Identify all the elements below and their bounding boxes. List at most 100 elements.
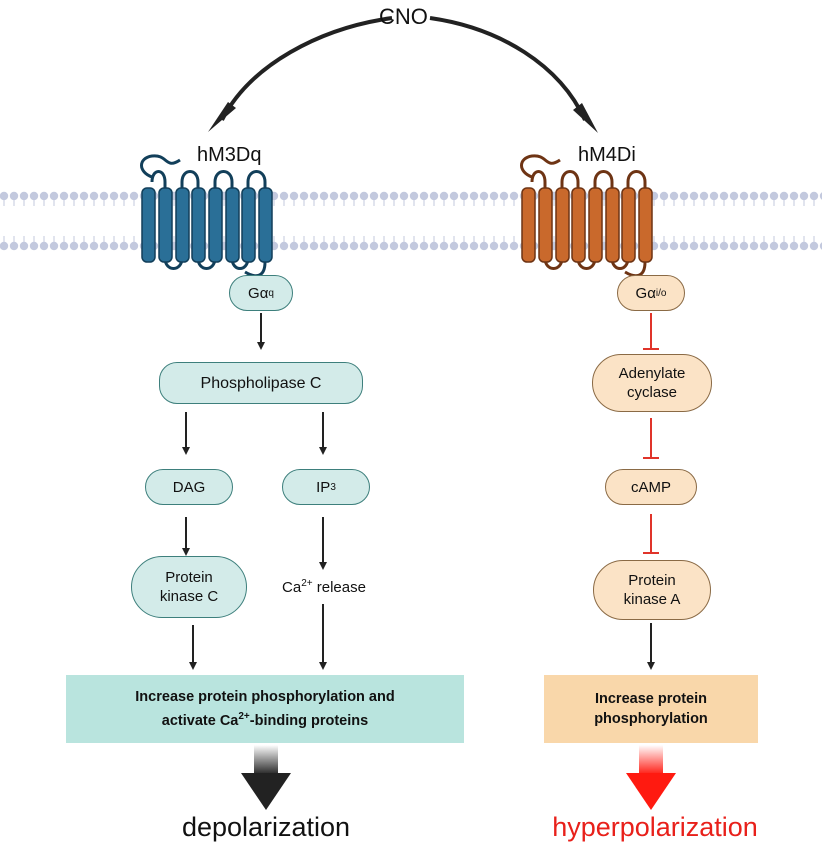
lipid-head: [89, 191, 99, 201]
lipid-head: [809, 241, 819, 251]
lipid-head: [19, 241, 29, 251]
lipid-head: [509, 191, 519, 201]
lipid-head: [679, 241, 689, 251]
lipid-head: [399, 241, 409, 251]
right-result-line1: Increase protein: [594, 691, 707, 707]
lipid-head: [369, 191, 379, 201]
lipid-head: [729, 191, 739, 201]
inhibit-adenylate-to-camp: [643, 418, 659, 459]
depolarization-label: depolarization: [181, 812, 351, 842]
lipid-head: [499, 241, 509, 251]
lipid-head: [709, 241, 719, 251]
lipid-head: [689, 191, 699, 201]
lipid-head: [789, 241, 799, 251]
cno-to-hm3dq-arrow: [220, 16, 393, 121]
lipid-head: [469, 191, 479, 201]
lipid-head: [439, 191, 449, 201]
lipid-head: [699, 191, 709, 201]
lipid-head: [69, 241, 79, 251]
gaio-sub: i/o: [655, 287, 667, 299]
lipid-head: [309, 191, 319, 201]
lipid-head: [659, 241, 669, 251]
lipid-head: [729, 241, 739, 251]
lipid-head: [89, 241, 99, 251]
lipid-head: [329, 241, 339, 251]
lipid-head: [389, 191, 399, 201]
lipid-head: [379, 241, 389, 251]
lipid-head: [9, 191, 19, 201]
lipid-head: [29, 241, 39, 251]
lipid-head: [459, 191, 469, 201]
hyperpolarization-label: hyperpolarization: [552, 812, 758, 842]
hyperpolarization-arrow: [626, 745, 676, 810]
lipid-head: [389, 241, 399, 251]
lipid-head: [679, 191, 689, 201]
lipid-head: [659, 191, 669, 201]
left-result-line2: activate Ca2+-binding proteins: [161, 711, 369, 729]
adenylate-line2: cyclase: [626, 384, 678, 401]
pkc-line2: kinase C: [159, 588, 219, 605]
lipid-head: [419, 241, 429, 251]
lipid-head: [0, 241, 9, 251]
lipid-head: [409, 191, 419, 201]
lipid-head: [699, 241, 709, 251]
lipid-head: [429, 241, 439, 251]
lipid-head: [819, 242, 822, 250]
lipid-head: [99, 191, 109, 201]
lipid-head: [749, 241, 759, 251]
lipid-head: [429, 191, 439, 201]
lipid-head: [119, 191, 129, 201]
lipid-head: [79, 241, 89, 251]
dag-node: DAG: [145, 469, 233, 505]
lipid-head: [339, 241, 349, 251]
lipid-head: [329, 191, 339, 201]
left-result-line1: Increase protein phosphorylation and: [135, 689, 395, 706]
lipid-head: [749, 191, 759, 201]
left-result-box: Increase protein phosphorylation and act…: [66, 675, 464, 743]
lipid-head: [459, 241, 469, 251]
lipid-head: [369, 241, 379, 251]
cno-arrowhead-right: [573, 103, 598, 133]
lipid-head: [669, 241, 679, 251]
lipid-head: [769, 241, 779, 251]
lipid-head: [819, 192, 822, 200]
ca-suffix: release: [312, 579, 366, 596]
depolarization-arrow: [241, 745, 291, 810]
lipid-head: [769, 191, 779, 201]
lipid-head: [99, 241, 109, 251]
protein-kinase-c-node: Protein kinase C: [131, 556, 247, 618]
lipid-head: [319, 241, 329, 251]
lipid-head: [799, 241, 809, 251]
lipid-head: [109, 191, 119, 201]
lipid-head: [399, 191, 409, 201]
lipid-head: [19, 191, 29, 201]
lipid-head: [479, 241, 489, 251]
pkc-line1: Protein: [165, 569, 213, 586]
inhibit-camp-to-pka: [643, 514, 659, 554]
lipid-head: [779, 191, 789, 201]
lipid-head: [309, 241, 319, 251]
protein-kinase-a-node: Protein kinase A: [593, 560, 711, 620]
lipid-head: [439, 241, 449, 251]
lipid-head: [689, 241, 699, 251]
lipid-head: [739, 191, 749, 201]
inhibit-gio-to-adenylate: [643, 313, 659, 350]
adenylate-cyclase-node: Adenylate cyclase: [592, 354, 712, 412]
lipid-head: [789, 191, 799, 201]
hm3dq-receptor: [140, 154, 273, 278]
hm3dq-label: hM3Dq: [197, 144, 262, 166]
lipid-head: [379, 191, 389, 201]
ca-release-label: Ca2+ release: [282, 578, 366, 596]
pka-line2: kinase A: [623, 591, 681, 608]
gaq-sub: q: [268, 287, 274, 299]
cno-arrowhead-left: [208, 102, 236, 132]
lipid-head: [279, 191, 289, 201]
lipid-head: [39, 191, 49, 201]
lipid-head: [289, 191, 299, 201]
lipid-head: [279, 241, 289, 251]
lipid-head: [449, 191, 459, 201]
